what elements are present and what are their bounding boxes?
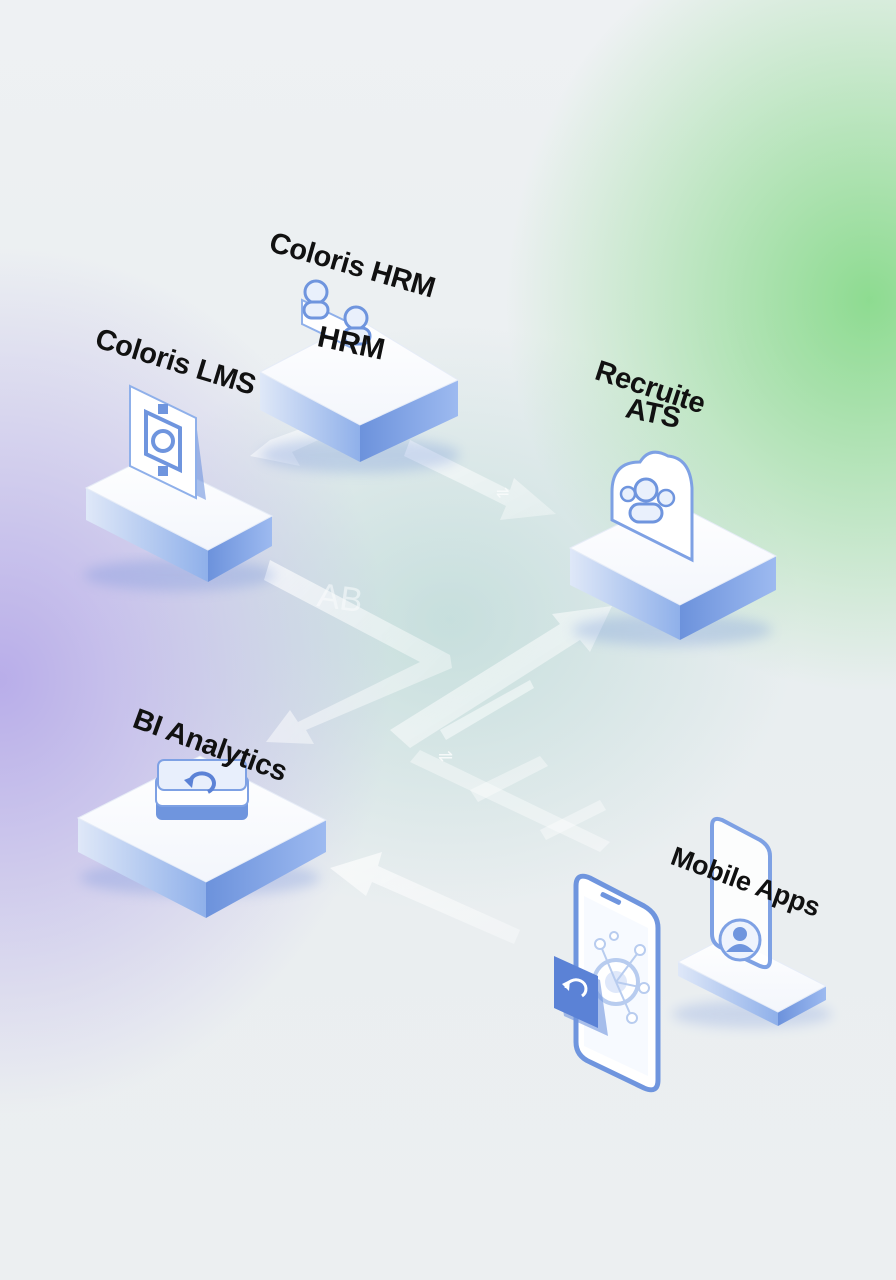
svg-text:⇌: ⇌ [496, 485, 509, 502]
gear-icon [129, 384, 206, 500]
arrow-center-bars: ⇌ [410, 746, 610, 852]
connector-arrows: ⇌ ⇌ AB [250, 418, 612, 944]
flow-label: AB [315, 576, 365, 620]
sync-icon [155, 759, 249, 820]
smartphone-icon [710, 816, 772, 970]
node-ats[interactable] [568, 450, 778, 646]
arrow-lms-to-bi [264, 560, 452, 744]
node-bi[interactable] [76, 755, 328, 918]
node-mobile[interactable] [672, 816, 832, 1028]
sync-badge-icon [554, 956, 608, 1036]
arrow-center-to-ats [390, 606, 612, 748]
app-hub-phone[interactable] [554, 873, 661, 1093]
node-lms[interactable] [84, 384, 276, 591]
node-hrm[interactable] [258, 279, 460, 473]
svg-text:⇌: ⇌ [438, 746, 453, 766]
cloud-users-icon [610, 450, 694, 563]
people-icon [301, 279, 372, 350]
arrow-mobile-to-bi [330, 852, 520, 944]
